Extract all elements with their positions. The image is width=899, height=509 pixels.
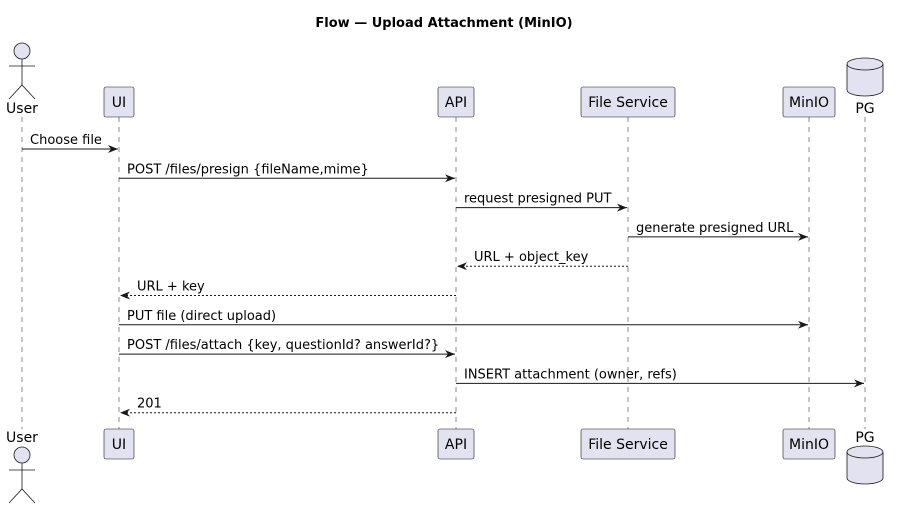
database-body	[846, 57, 884, 97]
participants-top: User UI API File Service MinIO PG	[6, 42, 884, 118]
message-label-1: Choose file	[30, 133, 102, 148]
participant-box-api-bottom	[437, 428, 475, 460]
actor-head	[13, 42, 31, 60]
participant-label-minio-bottom: MinIO	[789, 437, 829, 453]
actor-legs	[8, 84, 36, 100]
message-label-7: PUT file (direct upload)	[127, 309, 276, 324]
message-label-2: POST /files/presign {fileName,mime}	[127, 162, 369, 177]
message-label-3: request presigned PUT	[464, 192, 611, 207]
actor-user-top	[8, 42, 36, 100]
message-label-9: INSERT attachment (owner, refs)	[464, 367, 677, 382]
message-label-10: 201	[137, 397, 162, 412]
participant-box-files-top	[580, 86, 676, 118]
database-body	[846, 445, 884, 485]
participant-box-ui-top	[103, 86, 135, 118]
message-label-5: URL + object_key	[474, 250, 589, 265]
actor-head	[13, 446, 31, 464]
actor-legs	[8, 488, 36, 504]
participants-bottom: User UI API File Service MinIO PG	[6, 428, 884, 504]
actor-user-bottom	[8, 446, 36, 504]
participant-label-ui-top: UI	[112, 95, 126, 111]
participant-box-files-bottom	[580, 428, 676, 460]
participant-label-minio-top: MinIO	[789, 95, 829, 111]
participant-label-ui-bottom: UI	[112, 437, 126, 453]
database-pg-bottom	[846, 445, 884, 485]
message-label-6: URL + key	[137, 280, 205, 295]
participant-label-user-bottom: User	[6, 430, 38, 446]
participant-label-api-bottom: API	[445, 437, 467, 453]
participant-label-pg-top: PG	[855, 101, 874, 117]
participant-box-minio-bottom	[782, 428, 836, 460]
message-label-8: POST /files/attach {key, questionId? ans…	[127, 338, 439, 353]
participant-label-files-top: File Service	[588, 95, 668, 111]
database-rim	[846, 451, 884, 459]
participant-label-files-bottom: File Service	[588, 437, 668, 453]
participant-label-pg-bottom: PG	[855, 430, 874, 446]
participant-box-api-top	[437, 86, 475, 118]
participant-label-user-top: User	[6, 101, 38, 117]
participant-box-minio-top	[782, 86, 836, 118]
database-rim	[846, 63, 884, 71]
lifelines	[21, 117, 866, 429]
diagram-title: Flow — Upload Attachment (MinIO)	[315, 16, 572, 31]
participant-label-api-top: API	[445, 95, 467, 111]
database-pg-top	[846, 57, 884, 97]
message-label-4: generate presigned URL	[636, 221, 794, 236]
participant-box-ui-bottom	[103, 428, 135, 460]
